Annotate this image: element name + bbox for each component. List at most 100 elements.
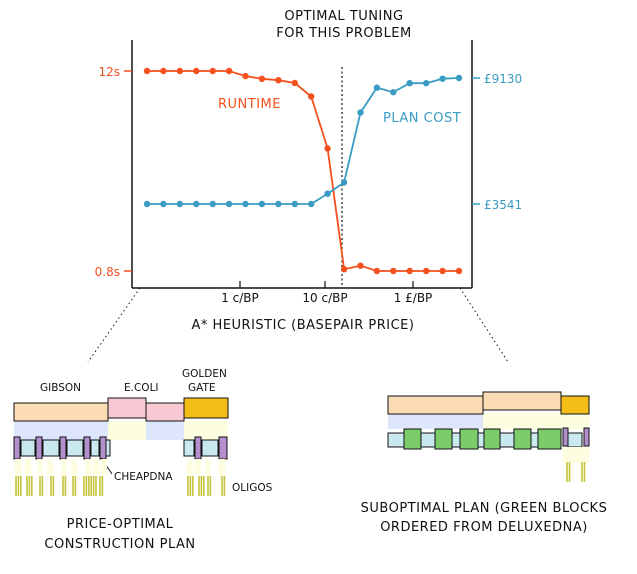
purple-fragment	[59, 436, 67, 460]
purple-fragment	[583, 427, 590, 447]
x-tick-label-1c: 1 c/BP	[221, 291, 259, 305]
data-point	[209, 200, 216, 208]
data-point	[439, 267, 446, 275]
cheapdna-fragment	[90, 439, 100, 457]
data-point	[308, 200, 315, 208]
ecoli-block-b	[145, 402, 185, 422]
x-axis-label: A* HEURISTIC (BASEPAIR PRICE)	[192, 318, 415, 333]
data-point	[225, 67, 233, 75]
cheapdna-fragment	[451, 432, 461, 448]
data-point	[209, 67, 216, 75]
x-tick-label-1pound: 1 £/BP	[394, 291, 433, 305]
purple-fragment	[83, 436, 91, 460]
data-point	[340, 179, 348, 186]
data-point	[423, 267, 430, 275]
zoom-connector-right	[459, 287, 509, 363]
right-shade-b	[483, 413, 561, 429]
left-construction-diagram: GIBSON E.COLI GOLDEN GATE CHEAPDNA OLIGO…	[13, 368, 273, 552]
data-point	[143, 67, 151, 75]
ecoli-shade-b	[146, 421, 184, 440]
gibson-block	[13, 402, 109, 422]
cheapdna-fragment	[477, 432, 485, 448]
data-point	[291, 79, 298, 87]
golden-gate-shade	[184, 421, 228, 440]
purple-fragment	[13, 436, 21, 460]
right-oligos	[563, 447, 589, 482]
left-caption-line2: CONSTRUCTION PLAN	[44, 537, 195, 552]
golden-gate-label-line2: GATE	[188, 382, 216, 394]
oligo-shade	[61, 459, 67, 475]
right-golden-gate-block	[560, 395, 590, 415]
cheapdna-label: CHEAPDNA	[114, 471, 173, 483]
right-gibson-block-a	[387, 395, 484, 415]
data-point	[308, 93, 315, 100]
right-fragments	[387, 427, 590, 450]
ecoli-shade-a	[108, 421, 146, 440]
cheapdna-fragment	[66, 439, 84, 457]
purple-fragment	[35, 436, 43, 460]
data-point	[423, 80, 430, 87]
deluxedna-green-block	[434, 428, 453, 450]
data-point	[193, 200, 200, 208]
data-point	[390, 267, 397, 275]
right-caption-line2: ORDERED FROM DELUXEDNA)	[380, 520, 588, 535]
data-point	[275, 77, 282, 84]
oligo-shade	[563, 447, 589, 463]
oligo-shade	[219, 459, 225, 475]
cheapdna-fragment	[530, 432, 539, 448]
cheapdna-fragment	[567, 432, 583, 448]
oligos-label: OLIGOS	[232, 482, 273, 494]
right-shade-c	[561, 413, 589, 429]
right-caption-line1: SUBOPTIMAL PLAN (GREEN BLOCKS	[361, 501, 608, 516]
deluxedna-green-block	[459, 428, 479, 450]
data-point	[225, 200, 233, 208]
cheapdna-fragment	[420, 432, 436, 448]
chart-title-line2: FOR THIS PROBLEM	[276, 26, 412, 41]
data-point	[193, 67, 200, 75]
series-plan-cost	[143, 74, 463, 208]
purple-fragment	[562, 427, 569, 447]
data-point	[357, 109, 364, 116]
golden-gate-block	[183, 397, 229, 419]
gibson-shade	[14, 421, 108, 440]
cheapdna-fragment	[42, 439, 60, 457]
series-line	[147, 77, 460, 205]
data-point	[455, 74, 463, 82]
oligo-shade	[37, 459, 43, 475]
data-point	[242, 72, 249, 80]
data-point	[242, 200, 249, 208]
series-layer	[143, 67, 463, 275]
data-point	[357, 262, 364, 269]
data-point	[455, 267, 463, 275]
data-point	[373, 267, 381, 275]
data-point	[160, 200, 167, 208]
x-tick-label-10c: 10 c/BP	[302, 291, 347, 305]
left-fragments	[13, 436, 228, 460]
oligo-shade	[47, 459, 53, 475]
right-tick-label-3541: £3541	[484, 198, 522, 212]
oligo-shade	[187, 459, 193, 475]
data-point	[143, 200, 151, 208]
cheapdna-fragment	[20, 439, 36, 457]
data-point	[258, 75, 266, 83]
oligo-shade	[25, 459, 31, 475]
cheapdna-fragment	[499, 432, 515, 448]
purple-fragment	[194, 436, 202, 460]
data-point	[291, 200, 298, 208]
left-tick-label-0.8s: 0.8s	[95, 265, 120, 279]
deluxedna-green-block	[537, 428, 562, 450]
ecoli-block-a	[107, 397, 147, 419]
plan-cost-series-label: PLAN COST	[383, 111, 461, 126]
oligo-shade	[101, 459, 107, 475]
left-oligos	[15, 459, 226, 496]
data-point	[390, 89, 397, 96]
series-runtime	[143, 67, 463, 275]
chart-title-line1: OPTIMAL TUNING	[284, 9, 403, 24]
data-point	[340, 266, 348, 273]
gibson-label: GIBSON	[40, 382, 81, 394]
data-point	[324, 145, 331, 152]
purple-fragment	[218, 436, 228, 460]
deluxedna-green-block	[403, 428, 422, 450]
